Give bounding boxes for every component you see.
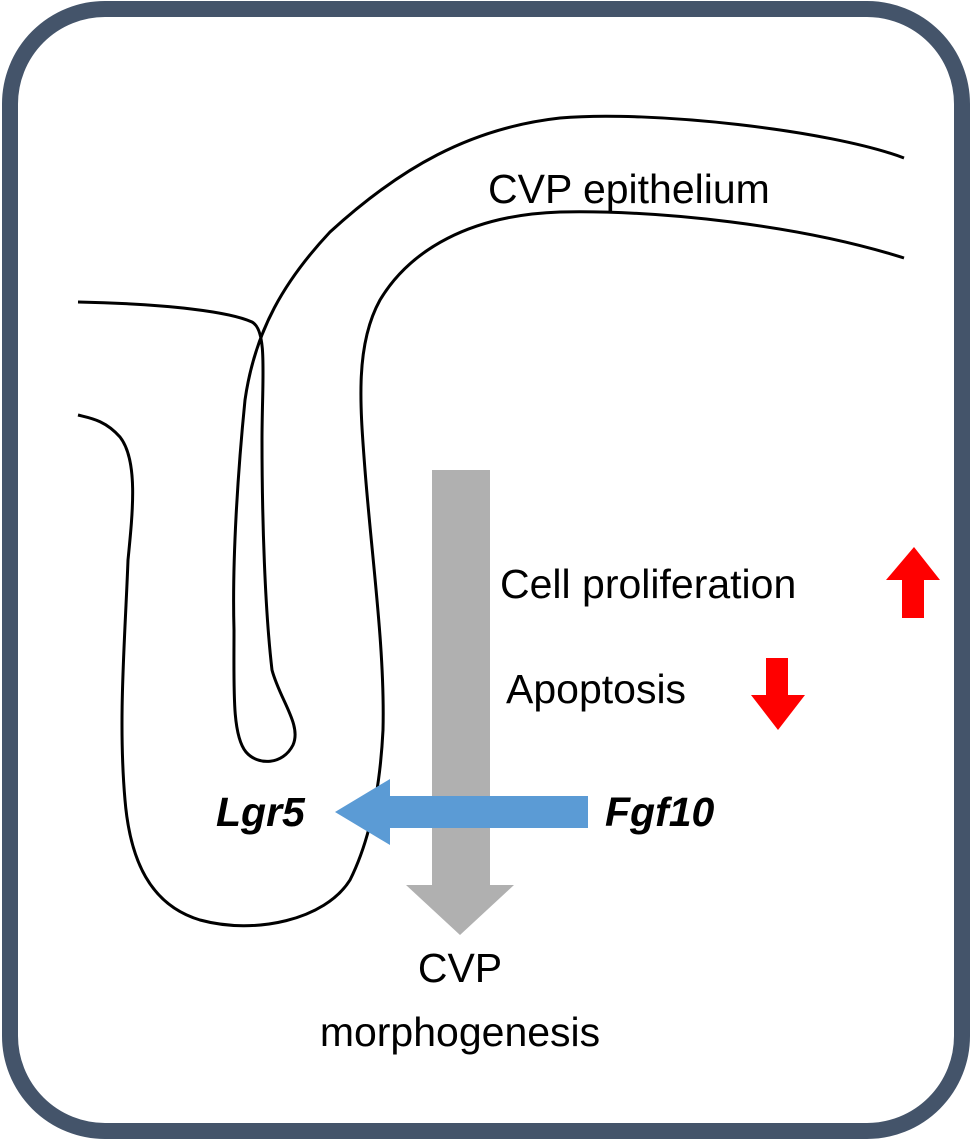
proliferation-label: Cell proliferation <box>500 561 797 607</box>
apoptosis-label: Apoptosis <box>506 666 687 712</box>
up-arrow-icon <box>886 547 940 618</box>
epithelium-label: CVP epithelium <box>488 166 770 212</box>
gene-source-label: Fgf10 <box>605 789 715 835</box>
outcome-label-line2: morphogenesis <box>319 1009 601 1055</box>
epithelium-outer-outline <box>77 114 905 763</box>
gene-target-label: Lgr5 <box>216 789 305 835</box>
signal-arrow <box>335 779 588 845</box>
outcome-label-line1: CVP <box>417 945 503 991</box>
down-arrow-icon <box>751 658 805 730</box>
